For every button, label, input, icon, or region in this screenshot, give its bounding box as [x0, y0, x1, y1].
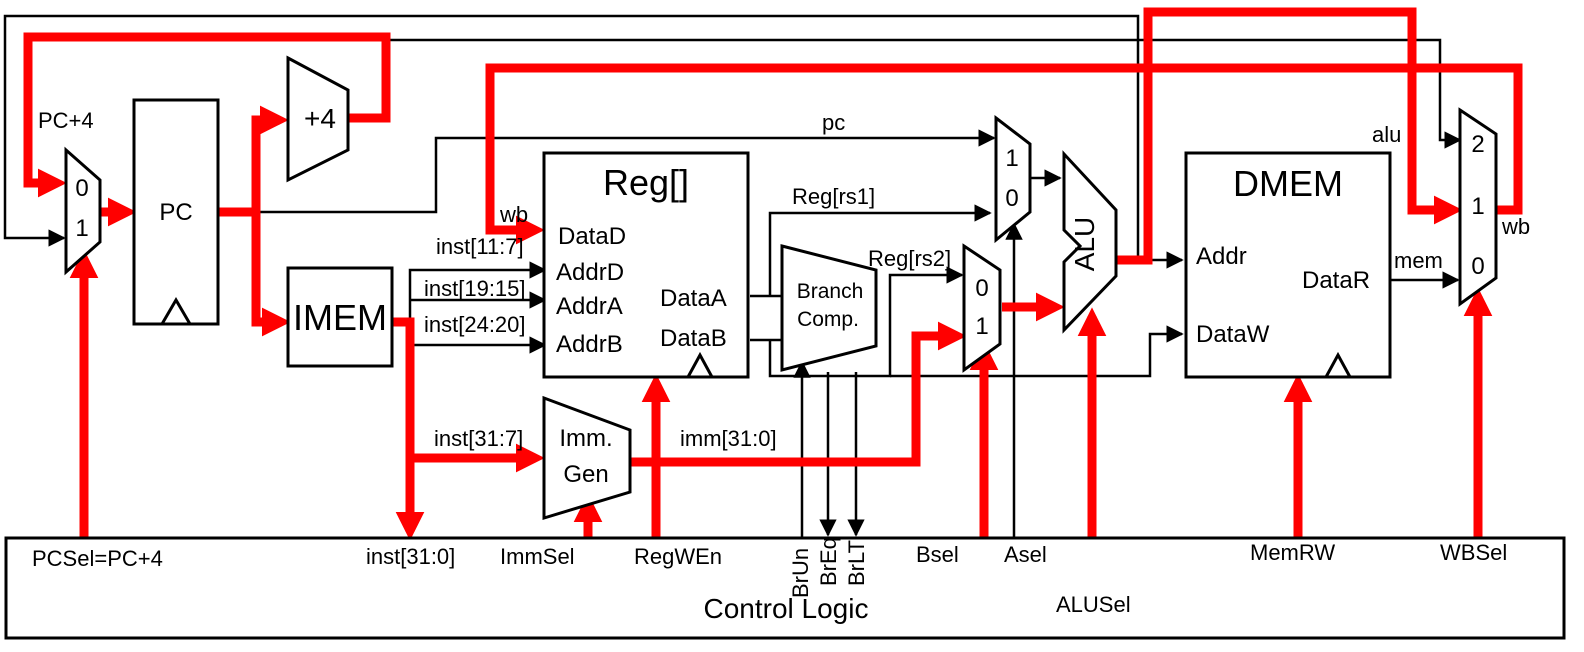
- pcsel-mux-input-1: 1: [75, 215, 88, 242]
- signal-asel: Asel: [1004, 542, 1047, 567]
- wire-label-inst-11-7: inst[11:7]: [436, 234, 524, 259]
- pc-register: [132, 98, 220, 326]
- wire-label-wb-in: wb: [499, 202, 528, 227]
- wire-label-wb-out: wb: [1501, 214, 1530, 239]
- register-file: [542, 151, 750, 379]
- immgen-label-line1: Imm.: [559, 425, 612, 452]
- black-wires: [3, 14, 1462, 540]
- port-dataD: DataD: [558, 223, 626, 250]
- clock-triangle-icon: [1324, 351, 1352, 378]
- wb-mux-input-0: 0: [1471, 253, 1484, 280]
- port-addrD: AddrD: [556, 259, 624, 286]
- signal-brlt: BrLT: [844, 540, 869, 586]
- imem-block: [286, 266, 394, 368]
- clock-triangle-icon: [686, 351, 714, 378]
- port-addrA: AddrA: [556, 293, 623, 320]
- port-dataA: DataA: [660, 285, 727, 312]
- port-dataB: DataB: [660, 325, 727, 352]
- bsel-mux-input-1: 1: [975, 313, 988, 340]
- dmem-label: DMEM: [1233, 163, 1343, 204]
- signal-regwen: RegWEn: [634, 544, 722, 569]
- alu-block: [1062, 150, 1118, 334]
- active-path: [23, 7, 1523, 600]
- asel-mux-input-0: 0: [1005, 185, 1018, 212]
- signal-bsel: Bsel: [916, 542, 959, 567]
- signal-alusel: ALUSel: [1056, 592, 1131, 617]
- immgen-block: [542, 395, 632, 521]
- signal-wbsel: WBSel: [1440, 540, 1507, 565]
- imem-label: IMEM: [293, 297, 387, 338]
- wire-label-mem: mem: [1394, 248, 1443, 273]
- reg-label: Reg[]: [603, 162, 689, 203]
- wire-label-alu: alu: [1372, 122, 1401, 147]
- wire-label-inst-19-15: inst[19:15]: [424, 276, 526, 301]
- wbsel-mux: [1458, 107, 1498, 307]
- signal-memrw: MemRW: [1250, 540, 1335, 565]
- signal-brun: BrUn: [788, 548, 813, 598]
- control-logic-block: [4, 536, 1566, 640]
- plus4-adder: [286, 55, 350, 183]
- signal-pcsel: PCSel=PC+4: [32, 546, 163, 571]
- branch-comparator: [780, 244, 878, 372]
- wire-label-imm: imm[31:0]: [680, 426, 777, 451]
- port-dmem-dataW: DataW: [1196, 321, 1270, 348]
- wire-label-inst-31-7: inst[31:7]: [434, 426, 523, 451]
- signal-immsel: ImmSel: [500, 544, 575, 569]
- port-dmem-addr: Addr: [1196, 243, 1247, 270]
- port-dmem-dataR: DataR: [1302, 267, 1370, 294]
- immgen-label-line2: Gen: [563, 461, 608, 488]
- bsel-mux: [962, 243, 1002, 373]
- signal-breq: BrEq: [816, 537, 841, 586]
- wb-mux-input-2: 2: [1471, 131, 1484, 158]
- wb-mux-input-1: 1: [1471, 193, 1484, 220]
- pcsel-mux-input-0: 0: [75, 175, 88, 202]
- clock-triangle-icon: [160, 297, 192, 325]
- asel-mux: [994, 114, 1032, 244]
- pcsel-mux: [64, 146, 102, 276]
- alu-label: ALU: [1069, 217, 1100, 271]
- signal-inst: inst[31:0]: [366, 544, 455, 569]
- wire-label-reg-rs2: Reg[rs2]: [868, 246, 951, 271]
- wire-label-inst-24-20: inst[24:20]: [424, 312, 526, 337]
- wire-label-pc: pc: [822, 110, 845, 135]
- branch-label-line2: Comp.: [797, 308, 859, 331]
- port-addrB: AddrB: [556, 331, 623, 358]
- wire-label-pc-plus4: PC+4: [38, 108, 94, 133]
- bsel-mux-input-0: 0: [975, 275, 988, 302]
- wire-label-reg-rs1: Reg[rs1]: [792, 184, 875, 209]
- dmem-block: [1184, 151, 1392, 379]
- branch-label-line1: Branch: [797, 280, 864, 303]
- control-logic-label: Control Logic: [704, 593, 869, 624]
- plus4-label: +4: [304, 103, 336, 134]
- asel-mux-input-1: 1: [1005, 145, 1018, 172]
- pc-label: PC: [159, 199, 192, 226]
